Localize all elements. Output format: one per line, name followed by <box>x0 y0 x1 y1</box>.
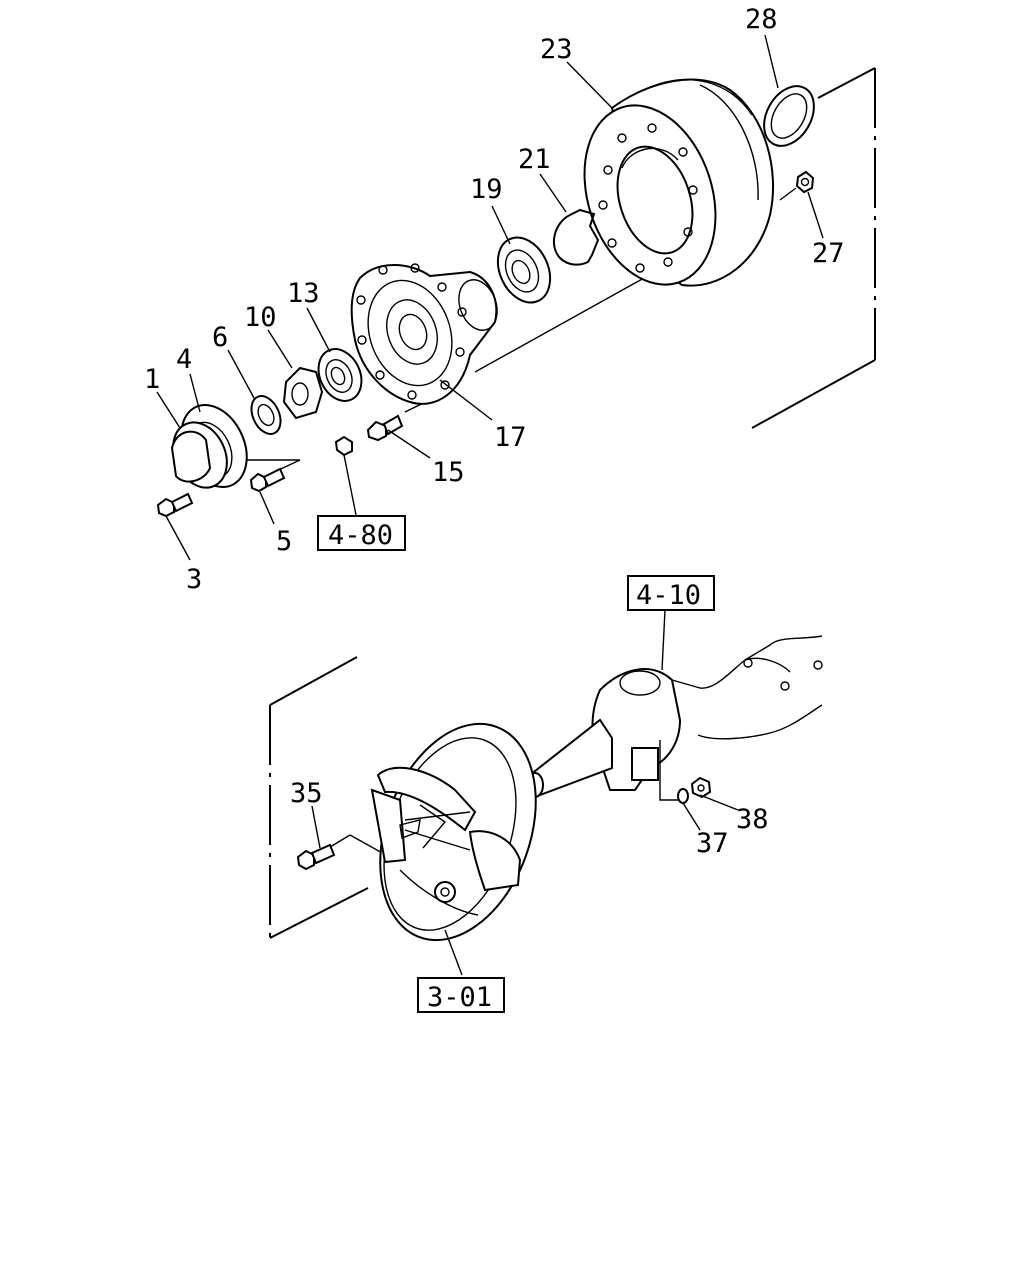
callout-4: 4 <box>176 344 192 375</box>
part-19-bearing <box>496 236 552 304</box>
part-3-bolt <box>156 492 194 518</box>
callout-15: 15 <box>432 457 465 488</box>
callout-19: 19 <box>470 174 503 205</box>
callout-3: 3 <box>186 564 202 595</box>
callout-23: 23 <box>540 34 573 65</box>
part-6-washer <box>250 395 282 435</box>
callout-13: 13 <box>287 278 320 309</box>
part-1-hub-cap <box>170 421 228 489</box>
callout-21: 21 <box>518 144 551 175</box>
part-35-bolt <box>296 843 336 871</box>
upper-bracket-lines <box>751 67 876 429</box>
callout-37: 37 <box>696 828 729 859</box>
callout-5: 5 <box>276 526 292 557</box>
part-23-brake-drum <box>583 78 774 287</box>
part-10-nut <box>282 366 324 420</box>
reference-box-4-80[interactable]: 4-80 <box>317 515 406 551</box>
part-28-seal <box>763 85 815 147</box>
part-38-nut <box>690 776 712 799</box>
part-17-hub <box>350 263 498 405</box>
leader-lines-upper <box>156 34 824 561</box>
reference-label-3-01: 3-01 <box>427 982 492 1013</box>
callout-17: 17 <box>494 422 527 453</box>
callout-35: 35 <box>290 778 323 809</box>
leader-lines-lower <box>311 609 739 976</box>
part-27-nut <box>795 170 815 194</box>
part-axle-beam <box>526 635 823 801</box>
callout-27: 27 <box>812 238 845 269</box>
callout-1: 1 <box>144 364 160 395</box>
part-hub-nut <box>334 435 353 457</box>
reference-label-4-10: 4-10 <box>636 580 701 611</box>
callout-6: 6 <box>212 322 228 353</box>
callout-38: 38 <box>736 804 769 835</box>
reference-box-3-01[interactable]: 3-01 <box>417 977 505 1013</box>
callout-10: 10 <box>244 302 277 333</box>
callout-28: 28 <box>745 4 778 35</box>
part-21-snap-ring <box>552 208 600 266</box>
part-5-bolt <box>249 467 286 493</box>
part-37-washer <box>677 788 689 804</box>
part-13-bearing <box>317 348 363 402</box>
reference-label-4-80: 4-80 <box>328 520 393 551</box>
part-backing-plate-with-brake-shoes <box>370 722 537 942</box>
reference-box-4-10[interactable]: 4-10 <box>627 575 715 611</box>
